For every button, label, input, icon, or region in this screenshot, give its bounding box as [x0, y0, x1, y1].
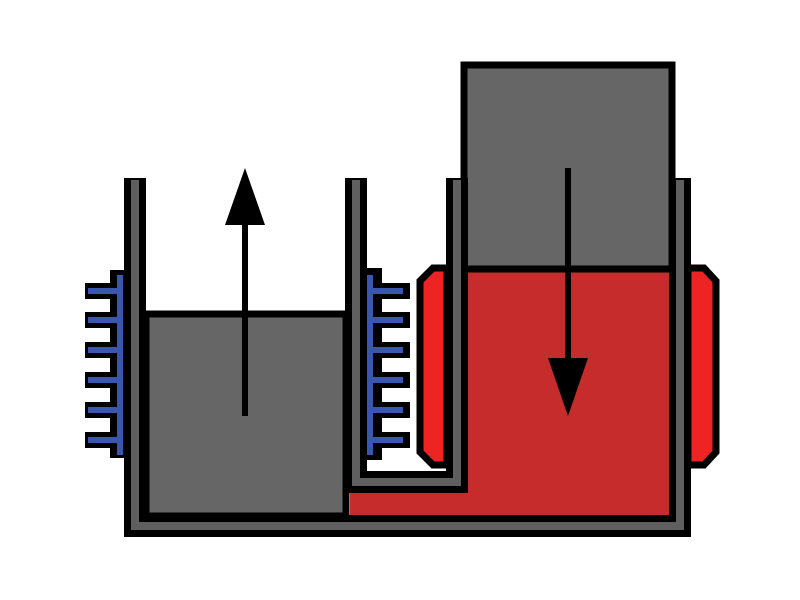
down-arrow: [548, 168, 588, 416]
heater-left: [416, 264, 451, 469]
up-arrow: [225, 168, 265, 416]
heater-right: [684, 264, 720, 469]
cooling-fins-middle: [366, 268, 410, 460]
cooling-fins-left: [85, 270, 126, 458]
hot-fluid: [350, 268, 673, 518]
cylinder-walls: [124, 178, 691, 537]
